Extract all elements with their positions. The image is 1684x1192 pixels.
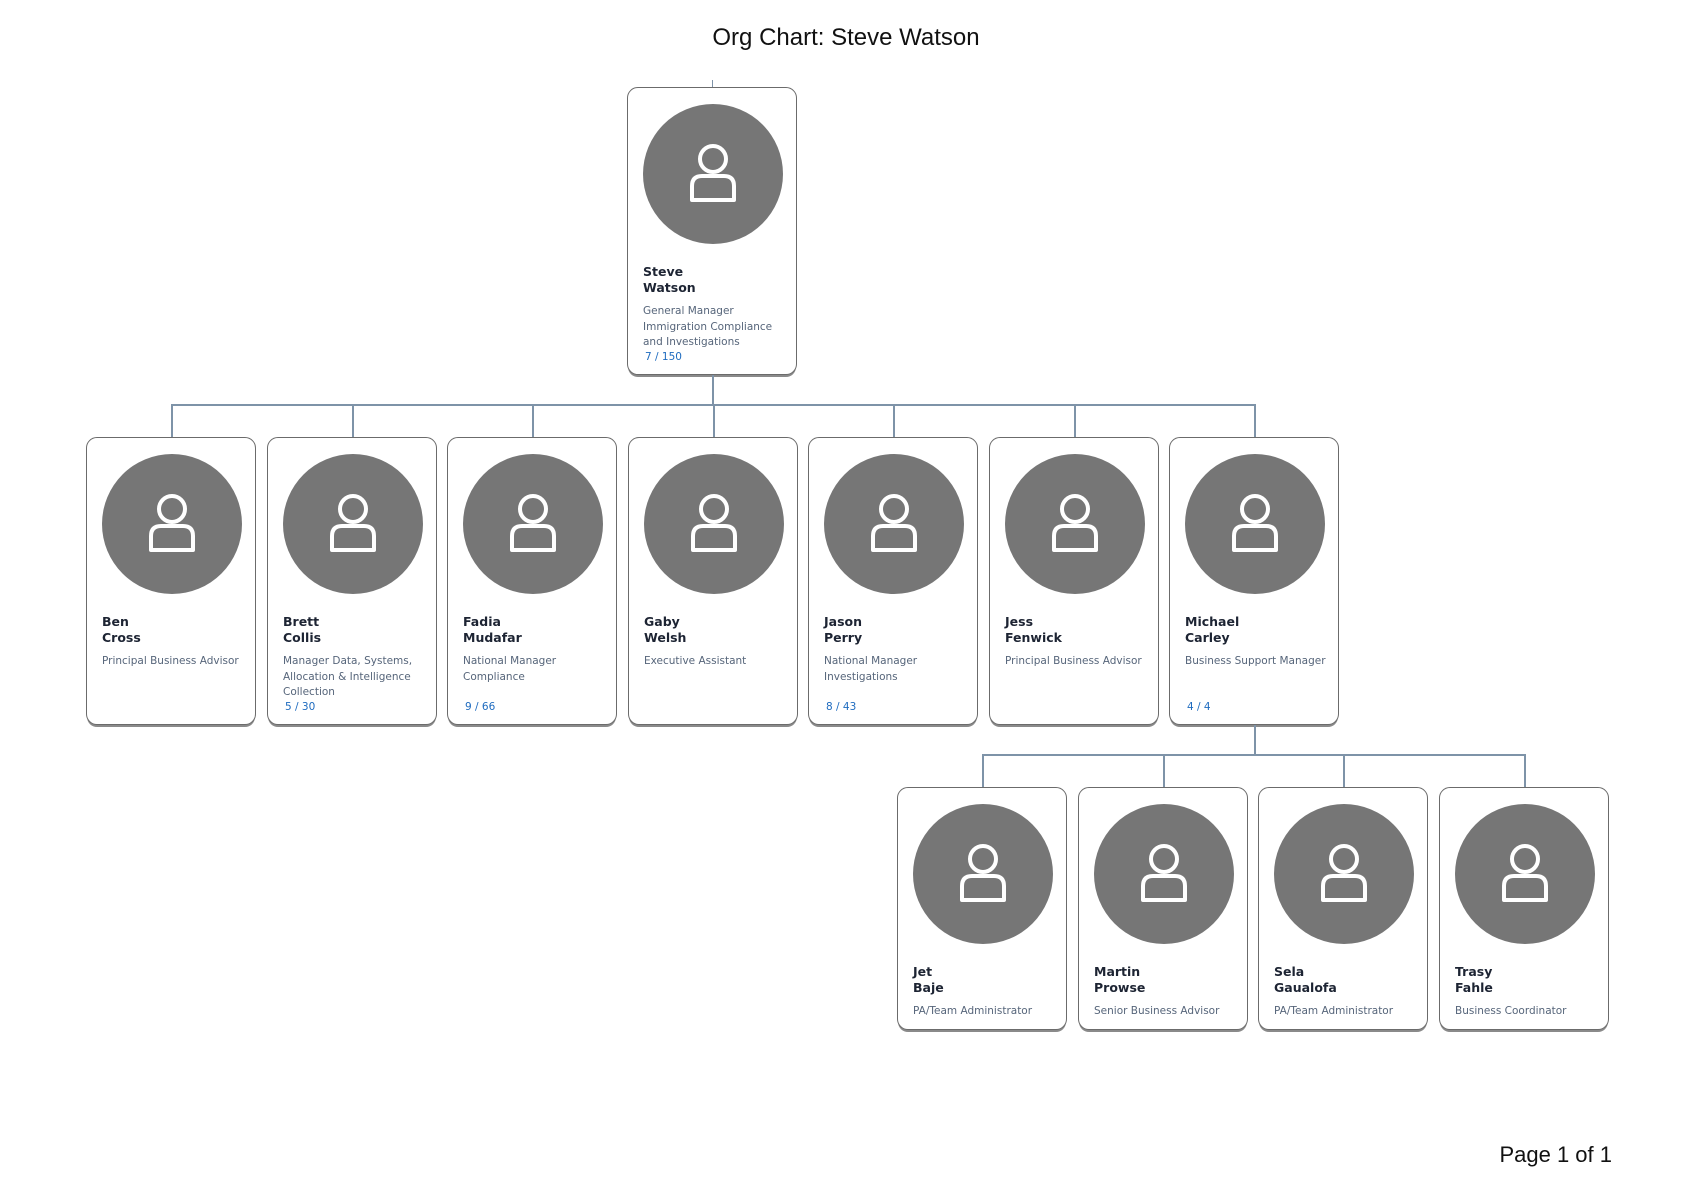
connector-line: [1254, 404, 1256, 437]
person-name: Jess Fenwick: [1005, 614, 1062, 645]
person-name: Fadia Mudafar: [463, 614, 522, 645]
person-role: Principal Business Advisor: [1005, 655, 1142, 667]
avatar: [102, 454, 242, 594]
person-name: Sela Gaualofa: [1274, 964, 1337, 995]
avatar: [283, 454, 423, 594]
avatar: [644, 454, 784, 594]
connector-line: [352, 404, 354, 437]
person-card[interactable]: Fadia Mudafar National Manager Complianc…: [447, 437, 617, 725]
person-name: Martin Prowse: [1094, 964, 1146, 995]
person-role: Business Coordinator: [1455, 1005, 1567, 1017]
team-count[interactable]: 7 / 150: [645, 351, 682, 363]
person-card[interactable]: Jason Perry National Manager Investigati…: [808, 437, 978, 725]
page-number: Page 1 of 1: [1499, 1142, 1612, 1167]
person-card[interactable]: Trasy Fahle Business Coordinator: [1439, 787, 1609, 1030]
person-name: Trasy Fahle: [1455, 964, 1493, 995]
team-count[interactable]: 5 / 30: [285, 701, 316, 713]
person-name: Jet Baje: [913, 964, 944, 995]
team-count[interactable]: 9 / 66: [465, 701, 496, 713]
person-role: Executive Assistant: [644, 655, 747, 667]
person-name: Jason Perry: [824, 614, 863, 645]
connector-line: [712, 375, 714, 404]
person-name: Michael Carley: [1185, 614, 1240, 645]
person-card[interactable]: Sela Gaualofa PA/Team Administrator: [1258, 787, 1428, 1030]
connector-line: [1163, 754, 1165, 787]
person-card[interactable]: Jet Baje PA/Team Administrator: [897, 787, 1067, 1030]
team-count[interactable]: 4 / 4: [1187, 701, 1211, 713]
avatar: [824, 454, 964, 594]
connector-line: [982, 754, 1524, 756]
person-card[interactable]: Michael Carley Business Support Manager …: [1169, 437, 1339, 725]
avatar: [463, 454, 603, 594]
avatar: [1185, 454, 1325, 594]
avatar: [1455, 804, 1595, 944]
person-card[interactable]: Martin Prowse Senior Business Advisor: [1078, 787, 1248, 1030]
connector-line: [532, 404, 534, 437]
team-count[interactable]: 8 / 43: [826, 701, 857, 713]
person-role: General Manager Immigration Compliance a…: [643, 305, 773, 348]
connector-line: [893, 404, 895, 437]
person-name: Ben Cross: [102, 614, 141, 645]
person-name: Steve Watson: [643, 264, 696, 295]
person-card[interactable]: Ben Cross Principal Business Advisor: [86, 437, 256, 725]
person-role: PA/Team Administrator: [1274, 1005, 1394, 1017]
person-role: Senior Business Advisor: [1094, 1005, 1220, 1017]
avatar: [1274, 804, 1414, 944]
connector-line: [171, 404, 173, 437]
chart-title: Org Chart: Steve Watson: [712, 24, 980, 51]
connector-line: [982, 754, 984, 787]
person-card[interactable]: Jess Fenwick Principal Business Advisor: [989, 437, 1159, 725]
connector-line: [1074, 404, 1076, 437]
person-role: National Manager Investigations: [824, 655, 918, 683]
avatar: [1005, 454, 1145, 594]
avatar: [643, 104, 783, 244]
connector-line: [1254, 725, 1256, 754]
person-role: Manager Data, Systems, Allocation & Inte…: [283, 655, 413, 698]
person-card[interactable]: Brett Collis Manager Data, Systems, Allo…: [267, 437, 437, 725]
avatar: [1094, 804, 1234, 944]
person-role: PA/Team Administrator: [913, 1005, 1033, 1017]
person-role: National Manager Compliance: [463, 655, 557, 683]
avatar: [913, 804, 1053, 944]
person-card[interactable]: Gaby Welsh Executive Assistant: [628, 437, 798, 725]
person-role: Business Support Manager: [1185, 655, 1326, 667]
connector-line: [1524, 754, 1526, 787]
connector-line: [712, 80, 713, 88]
connector-line: [171, 404, 1254, 406]
person-name: Brett Collis: [283, 614, 322, 645]
person-role: Principal Business Advisor: [102, 655, 239, 667]
connector-line: [713, 404, 715, 437]
person-name: Gaby Welsh: [644, 614, 687, 645]
connector-line: [1343, 754, 1345, 787]
person-card[interactable]: Steve Watson General Manager Immigration…: [627, 87, 797, 375]
